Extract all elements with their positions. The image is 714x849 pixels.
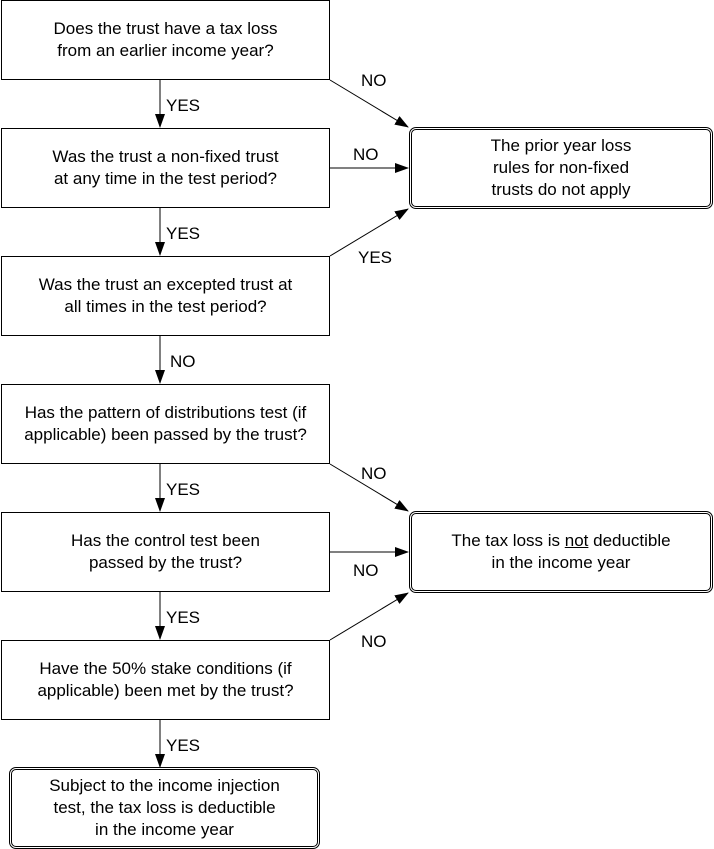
label-q4-no: NO [361,464,387,483]
outcome-prior-year-rules-not-apply: The prior year loss rules for non-fixed … [409,127,713,209]
arrow-q1-prior [329,79,409,128]
arrow-q4-notded [329,463,409,512]
question-excepted-text: Was the trust an excepted trust at all t… [38,275,293,316]
question-control-text: Has the control test been passed by the … [70,531,260,572]
label-q1-yes: YES [166,96,201,115]
label-q4-yes: YES [166,480,201,499]
outcome-prior-rules-text: The prior year loss rules for non-fixed … [490,136,632,199]
question-excepted: Was the trust an excepted trust at all t… [1,256,330,336]
label-q6-yes: YES [166,736,201,755]
emphasis-not: not [564,531,589,550]
question-pattern-text: Has the pattern of distributions test (i… [24,403,307,444]
arrow-q6-notded [329,592,409,641]
label-q2-no: NO [353,145,379,164]
outcome-deductible-text: Subject to the income injection test, th… [49,776,280,839]
outcome-deductible: Subject to the income injection test, th… [9,767,320,849]
label-q1-no: NO [361,71,387,90]
question-pattern-of-distributions: Has the pattern of distributions test (i… [1,384,330,464]
question-fifty-percent-stake: Have the 50% stake conditions (if applic… [1,640,330,720]
outcome-not-deductible-text: The tax loss is not deductible in the in… [451,531,671,572]
question-control-test: Has the control test been passed by the … [1,512,330,592]
question-tax-loss-text: Does the trust have a tax loss from an e… [53,19,278,60]
label-q3-yes: YES [358,248,393,267]
label-q5-yes: YES [166,608,201,627]
label-q3-no: NO [170,352,196,371]
question-non-fixed-text: Was the trust a non-fixed trust at any t… [52,147,279,188]
question-tax-loss: Does the trust have a tax loss from an e… [1,0,330,80]
question-stake-text: Have the 50% stake conditions (if applic… [37,659,294,700]
question-non-fixed: Was the trust a non-fixed trust at any t… [1,128,330,208]
label-q6-no: NO [361,632,387,651]
label-q5-no: NO [353,561,379,580]
arrow-q3-prior [329,208,409,257]
label-q2-yes: YES [166,224,201,243]
outcome-not-deductible: The tax loss is not deductible in the in… [409,511,713,593]
